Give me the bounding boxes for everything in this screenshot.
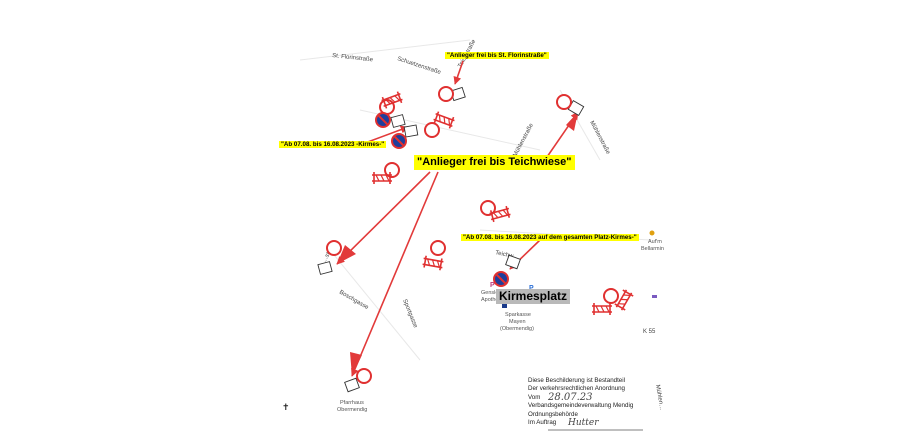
no-parking-sign-2 — [391, 133, 407, 149]
sign-box-left — [317, 261, 333, 275]
flag-icon — [652, 295, 657, 298]
street-label-teich-mid: Teichw… — [495, 250, 520, 261]
sign-box-kirmes-left — [403, 124, 419, 138]
no-entry-sign-far-right — [603, 288, 619, 304]
note-anlieger-teichwiese: "Anlieger frei bis Teichwiese" — [414, 155, 575, 171]
barrier-7 — [591, 302, 613, 316]
note-kirmes-left: "Ab 07.08. bis 16.08.2023 -Kirmes-" — [279, 141, 387, 149]
handwritten-signature: Hutter — [568, 418, 599, 428]
parking-icon: P — [529, 285, 534, 292]
note-kirmes-platz: "Ab 07.08. bis 16.08.2023 auf dem gesamt… — [461, 234, 639, 242]
poi-right-line2: Bellarmin — [641, 246, 664, 252]
arrow-head-left — [337, 245, 356, 264]
no-entry-sign-right — [556, 94, 572, 110]
poi-sparkasse-line3: (Obermendig) — [500, 326, 534, 332]
street-label-sportgasse: Sportgasse — [401, 299, 418, 330]
no-entry-sign-mid — [424, 122, 440, 138]
kirmesplatz-label: Kirmesplatz — [496, 289, 570, 304]
no-entry-sign-sportgasse — [356, 368, 372, 384]
handwritten-date: 28.07.23 — [548, 392, 593, 403]
no-entry-sign-top — [438, 86, 454, 102]
church-cross-icon: ✝ — [282, 403, 290, 413]
note-anlieger-st-florin: "Anlieger frei bis St. Florinstraße" — [445, 52, 549, 60]
street-label-right-edge: Mühlen… — [654, 384, 664, 410]
street-label-k55: K 55 — [643, 329, 656, 335]
arrow-head-bottom — [350, 352, 362, 376]
stamp-underline — [548, 429, 643, 431]
stamp-line-2: Der verkehrsrechtlichen Anordnung — [528, 385, 625, 393]
stamp-line-3: Vom — [528, 393, 541, 401]
shop-icon — [649, 230, 655, 236]
street-label-schuetzen: Schuetzenstraße — [396, 56, 442, 76]
stamp-line-1: Diese Beschilderung ist Bestandteil — [528, 377, 625, 384]
sign-box-left-mid — [390, 114, 406, 128]
arrow-lines — [336, 60, 579, 377]
poi-sparkasse-line2: Mayen — [509, 319, 526, 325]
stamp-line-6: Im Auftrag — [528, 419, 557, 427]
bank-icon — [502, 303, 507, 308]
street-label-muehlen-right: Mühlenstraße — [588, 120, 611, 156]
approval-stamp: Diese Beschilderung ist Bestandteil Der … — [528, 377, 658, 427]
street-label-muehlen-top: Mühlenstraße — [512, 122, 535, 158]
poi-apotheke-line2: Apotheke — [481, 297, 504, 303]
arrow-head-right — [566, 112, 578, 131]
no-entry-sign-upper-left — [379, 99, 395, 115]
parking-icon-2: P — [490, 282, 495, 289]
poi-right-line1: Auf'm — [648, 239, 662, 245]
poi-kirche-line2: Obermendig — [337, 407, 367, 413]
no-parking-sign-1 — [375, 112, 391, 128]
poi-kirche-line1: Pfarrhaus — [340, 400, 364, 406]
no-parking-sign-kirmesplatz — [493, 271, 509, 287]
stamp-line-5: Ordnungsbehörde — [528, 410, 578, 418]
no-entry-sign-lower — [430, 240, 446, 256]
poi-sparkasse-line1: Sparkasse — [505, 312, 531, 318]
stamp-line-4: Verbandsgemeindeverwaltung Mendig — [528, 402, 634, 410]
sign-box-bottom — [344, 377, 360, 393]
street-label-st-florin: St. Florinstraße — [332, 53, 374, 63]
poi-apotheke-line1: Gensler — [481, 290, 500, 296]
no-entry-sign-boschgasse — [326, 240, 342, 256]
barrier-5 — [421, 254, 445, 272]
